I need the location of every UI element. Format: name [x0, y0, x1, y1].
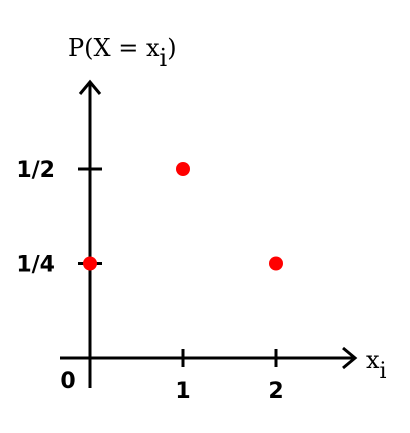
x-axis-label-main: x	[366, 346, 380, 374]
x-tick-label: 1	[175, 379, 190, 404]
ticks: 0 1 2 1/4 1/2	[16, 158, 283, 404]
axes	[60, 79, 358, 388]
y-axis-arrowhead	[78, 79, 102, 95]
data-point	[269, 256, 283, 271]
data-point	[83, 256, 97, 271]
data-points	[83, 162, 283, 271]
data-point	[176, 162, 190, 176]
y-axis-label-main: P(X = x	[68, 34, 160, 62]
y-axis-label-close: )	[167, 34, 176, 62]
x-tick-label: 2	[268, 379, 283, 404]
y-tick-label: 1/4	[16, 253, 55, 278]
y-tick-label: 1/2	[16, 158, 55, 183]
x-axis-label: xi	[366, 346, 387, 384]
x-axis-label-sub: i	[380, 359, 387, 384]
y-axis-label-sub: i	[160, 44, 168, 72]
y-axis-label: P(X = xi)	[68, 34, 177, 72]
x-tick-label: 0	[60, 369, 75, 394]
x-axis-arrowhead	[342, 346, 358, 370]
